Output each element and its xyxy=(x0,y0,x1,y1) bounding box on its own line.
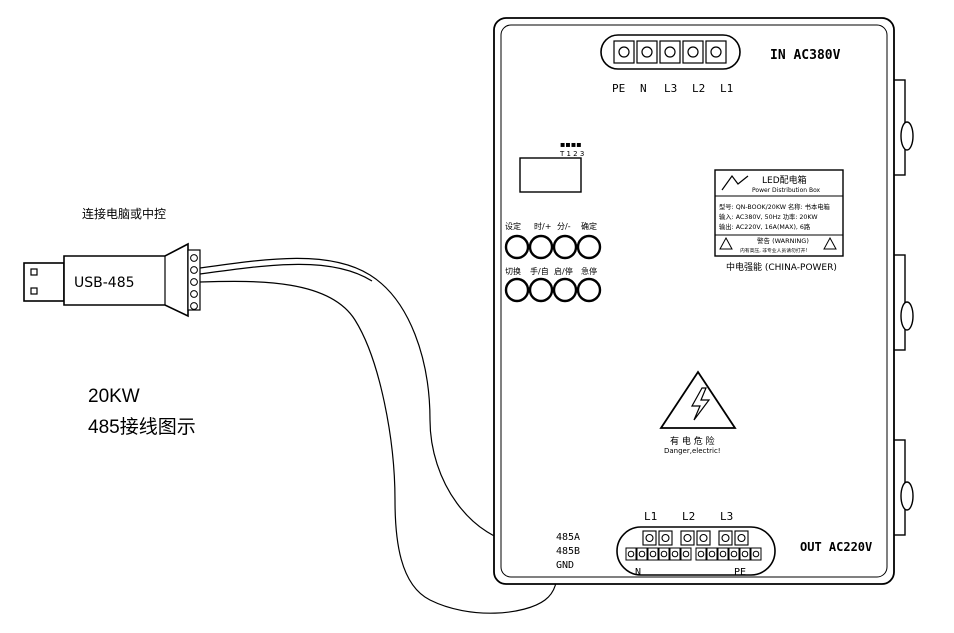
warning-icon xyxy=(719,236,733,250)
rs485-cable xyxy=(199,257,558,614)
usb-caption: 连接电脑或中控 xyxy=(82,206,166,221)
usb-adapter-terminals xyxy=(187,249,201,311)
usb-485-adapter: USB-485 连接电脑或中控 xyxy=(23,206,201,318)
input-terminal-label: L1 xyxy=(720,82,733,95)
digital-display xyxy=(519,157,582,193)
brand-label: 中电强能 (CHINA-POWER) xyxy=(726,261,837,273)
control-buttons-row-1: 设定 时/+ 分/- 确定 xyxy=(504,221,602,260)
minute-minus-button[interactable] xyxy=(552,234,578,260)
indicator-leds: ▪▪▪▪ xyxy=(560,140,582,149)
box-inner-frame xyxy=(500,24,888,578)
nameplate-input: 输入: AC380V, 50Hz 功率: 20KW xyxy=(719,212,818,221)
manual-auto-button[interactable] xyxy=(528,277,554,303)
high-voltage-warning: 有 电 危 险 Danger,electric! xyxy=(659,370,737,455)
button-label: 确定 xyxy=(581,221,597,231)
warning-icon xyxy=(823,236,837,250)
output-earth-label: PE xyxy=(734,567,746,578)
nameplate-output: 输出: AC220V, 16A(MAX), 6路 xyxy=(719,222,811,231)
usb-plug xyxy=(23,262,65,302)
nameplate-warning-text: 内有高压, 非专业人员请勿打开! xyxy=(740,247,807,254)
button-label: 急停 xyxy=(581,266,597,276)
comm-label: GND xyxy=(556,560,574,571)
diagram-title-wiring: 485接线图示 xyxy=(88,416,196,438)
output-terminal-block xyxy=(616,526,776,576)
button-label: 分/- xyxy=(557,222,571,231)
box-outer-frame xyxy=(493,17,895,585)
input-terminal-label: L3 xyxy=(664,82,677,95)
danger-label-en: Danger,electric! xyxy=(664,447,721,455)
input-voltage-label: IN AC380V xyxy=(770,48,841,63)
input-terminal-block xyxy=(600,34,741,70)
usb-plug-slot-top xyxy=(30,268,38,276)
box-hinges xyxy=(892,79,914,536)
input-terminal-label: L2 xyxy=(692,82,705,95)
button-label: 设定 xyxy=(505,221,521,231)
output-phase-label: L3 xyxy=(720,510,733,523)
button-label: 切换 xyxy=(505,266,521,276)
input-terminal-label: PE xyxy=(612,82,625,95)
diagram-title-power: 20KW xyxy=(88,386,140,407)
nameplate-warning-title: 警告 (WARNING) xyxy=(757,236,809,245)
nameplate: LED配电箱 Power Distribution Box 型号: QN-BOO… xyxy=(714,169,844,257)
indicator-labels: T 1 2 3 xyxy=(559,150,584,158)
switch-button[interactable] xyxy=(504,277,530,303)
comm-label: 485B xyxy=(556,546,580,557)
output-phase-labels: L1 L2 L3 xyxy=(644,510,733,523)
output-voltage-label: OUT AC220V xyxy=(800,540,872,554)
set-button[interactable] xyxy=(504,234,530,260)
output-phase-label: L1 xyxy=(644,510,657,523)
output-neutral-label: N xyxy=(635,567,641,578)
usb-adapter-label: USB-485 xyxy=(74,275,135,291)
output-phase-label: L2 xyxy=(682,510,695,523)
usb-plug-slot-bottom xyxy=(30,287,38,295)
input-terminal-labels: PE N L3 L2 L1 xyxy=(612,82,733,95)
button-label: 启/停 xyxy=(554,266,573,276)
brand-logo-icon xyxy=(721,174,749,191)
nameplate-model: 型号: QN-BOOK/20KW 名称: 书本电箱 xyxy=(719,202,830,211)
emergency-stop-button[interactable] xyxy=(576,277,602,303)
hour-plus-button[interactable] xyxy=(528,234,554,260)
nameplate-title: LED配电箱 xyxy=(762,174,807,186)
control-buttons-row-2: 切换 手/自 启/停 急停 xyxy=(504,266,602,303)
distribution-box: IN AC380V PE N L3 L2 L1 ▪▪▪▪ T 1 2 3 设定 … xyxy=(493,17,914,585)
button-label: 时/+ xyxy=(534,221,551,231)
start-stop-button[interactable] xyxy=(552,277,578,303)
rs485-labels: 485A 485B GND xyxy=(556,532,580,571)
button-label: 手/自 xyxy=(530,266,549,276)
danger-label: 有 电 危 险 xyxy=(670,435,715,447)
input-terminal-label: N xyxy=(640,82,647,95)
confirm-button[interactable] xyxy=(576,234,602,260)
comm-label: 485A xyxy=(556,532,580,543)
nameplate-subtitle: Power Distribution Box xyxy=(752,187,821,194)
